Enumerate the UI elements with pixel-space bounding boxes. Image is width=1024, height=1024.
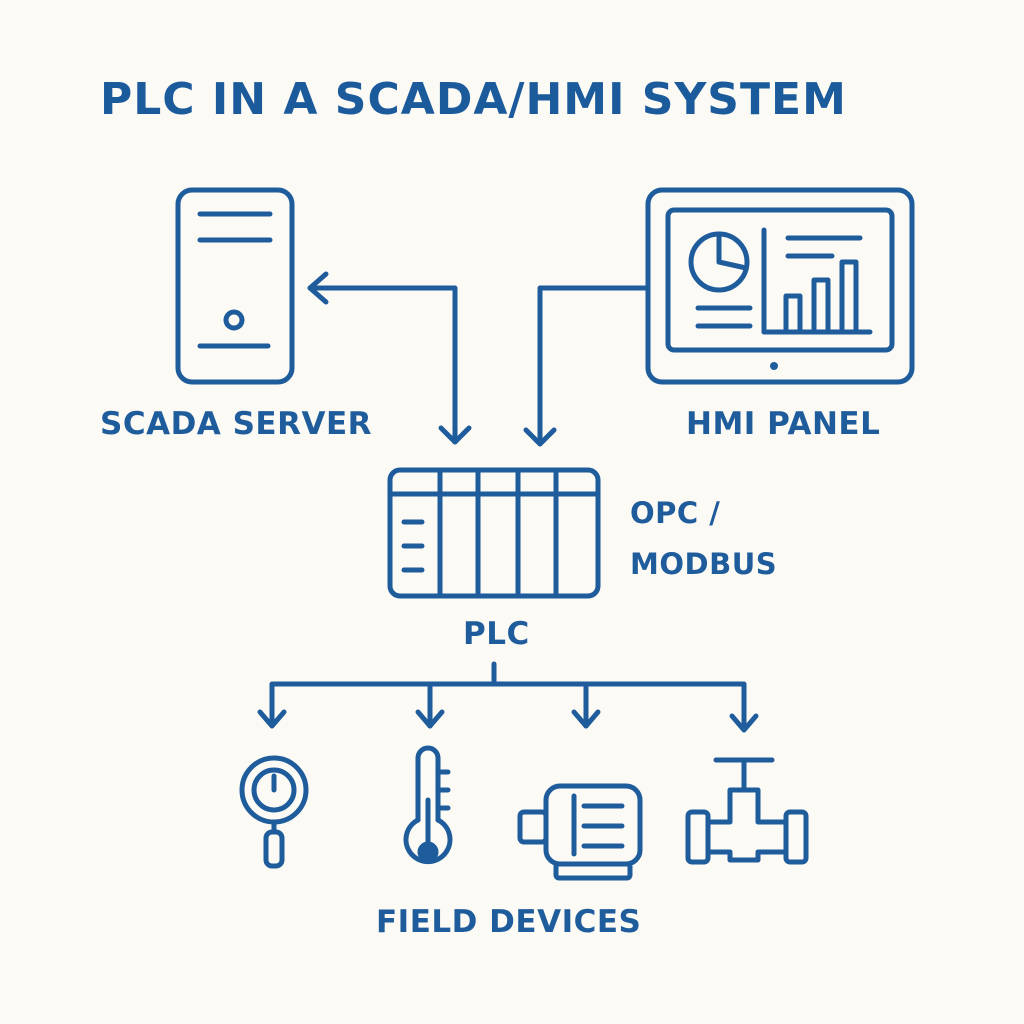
- plc-label: PLC: [463, 616, 530, 652]
- page-title: PLC IN A SCADA/HMI SYSTEM: [100, 74, 847, 125]
- protocol-label-text: OPC / MODBUS: [630, 496, 778, 581]
- motor-icon: [517, 783, 643, 881]
- plc-rack-icon: [387, 467, 601, 599]
- server-icon: [175, 187, 295, 385]
- hmi-monitor-icon: [645, 187, 915, 385]
- hmi-to-plc-connector: [523, 285, 651, 447]
- plc-to-scada-connector: [307, 271, 472, 445]
- field-devices-label: FIELD DEVICES: [376, 904, 642, 940]
- scada-server-label: SCADA SERVER: [100, 406, 372, 442]
- pressure-gauge-icon: [239, 755, 309, 869]
- valve-icon: [685, 757, 809, 865]
- hmi-panel-label: HMI PANEL: [686, 406, 881, 442]
- field-bus-connector: [257, 661, 759, 733]
- thermometer-icon: [403, 745, 453, 865]
- protocol-label: OPC / MODBUS: [630, 488, 777, 590]
